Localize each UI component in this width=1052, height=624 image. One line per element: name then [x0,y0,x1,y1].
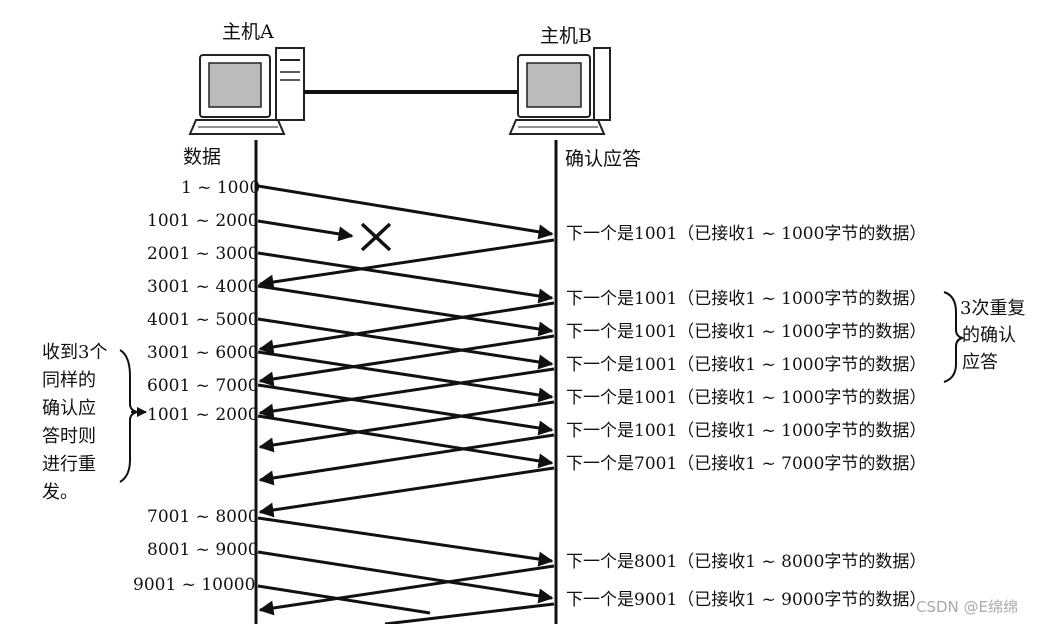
ack-label: 下一个是1001（已接收1 ~ 1000字节的数据） [566,421,926,441]
data-arrow [257,251,554,304]
segment-label: 6001 ~ 7000 [147,376,259,396]
ack-label: 下一个是1001（已接收1 ~ 1000字节的数据） [566,289,926,309]
host-a-label: 主机A [222,21,274,43]
segment-label: 9001 ~ 10000 [133,575,255,595]
note-line: 3次重复 [960,298,1025,319]
data-arrow [257,516,554,567]
data-arrow [257,284,554,337]
retransmit-segment-label: 1001 ~ 2000 [147,405,259,425]
segment-label: 7001 ~ 8000 [147,507,259,527]
ack-arrow [258,334,555,387]
segment-label: 1001 ~ 2000 [147,211,259,231]
note-line: 的确认 [962,325,1016,346]
data-arrow [257,350,554,403]
ack-labels: 下一个是1001（已接收1 ~ 1000字节的数据） 下一个是1001（已接收1… [566,224,926,610]
data-arrow [257,383,554,436]
retransmit-data-arrow [257,414,554,469]
segment-label: 3001 ~ 6000 [147,343,259,363]
triple-ack-brace [943,291,966,383]
lost-data-arrow [257,219,354,242]
ack-label: 下一个是7001（已接收1 ~ 7000字节的数据） [566,454,926,474]
watermark: CSDN @E绵绵 [916,598,1018,616]
segment-label: 8001 ~ 9000 [147,540,259,560]
note-line: 收到3个 [42,342,107,363]
segment-label: 3001 ~ 4000 [147,277,259,297]
ack-label: 下一个是8001（已接收1 ~ 8000字节的数据） [566,552,926,572]
ack-arrow [258,564,555,616]
segment-label: 2001 ~ 3000 [147,244,259,264]
ack-arrow [258,466,555,518]
note-line: 答时则 [42,426,96,447]
ack-arrow [258,400,555,453]
ack-label: 下一个是1001（已接收1 ~ 1000字节的数据） [566,355,926,375]
segment-labels: 1 ~ 1000 1001 ~ 2000 2001 ~ 3000 3001 ~ … [133,178,260,595]
ack-arrow [384,602,555,624]
retransmit-note: 收到3个 同样的 确认应 答时则 进行重 发。 [42,342,107,503]
packet-lost-x-icon [360,222,392,252]
host-b-label: 主机B [540,25,592,47]
data-arrow [257,584,431,615]
note-line: 进行重 [42,454,96,475]
ack-column-header: 确认应答 [565,148,641,170]
note-line: 同样的 [42,370,96,391]
note-line: 应答 [962,352,998,373]
ack-label: 下一个是1001（已接收1 ~ 1000字节的数据） [566,388,926,408]
ack-arrow [258,367,555,419]
note-line: 确认应 [42,398,96,419]
retransmit-brace [119,349,141,483]
ack-label: 下一个是1001（已接收1 ~ 1000字节的数据） [566,322,926,342]
segment-label: 4001 ~ 5000 [147,310,259,330]
ack-label: 下一个是9001（已接收1 ~ 9000字节的数据） [566,590,926,610]
data-arrow [257,550,554,604]
computer-a-icon [188,47,305,135]
segment-label: 1 ~ 1000 [181,178,260,198]
triple-ack-note: 3次重复 的确认 应答 [960,298,1025,373]
ack-arrow [258,238,555,290]
ack-arrow [258,433,555,486]
ack-arrows [258,238,555,624]
data-arrow [257,317,554,370]
computer-b-icon [508,47,611,135]
note-line: 发。 [42,482,78,503]
ack-label: 下一个是1001（已接收1 ~ 1000字节的数据） [566,224,926,244]
data-column-header: 数据 [183,146,221,168]
data-arrow [257,184,554,240]
ack-arrow [258,301,555,355]
data-segment-arrows [257,184,554,615]
